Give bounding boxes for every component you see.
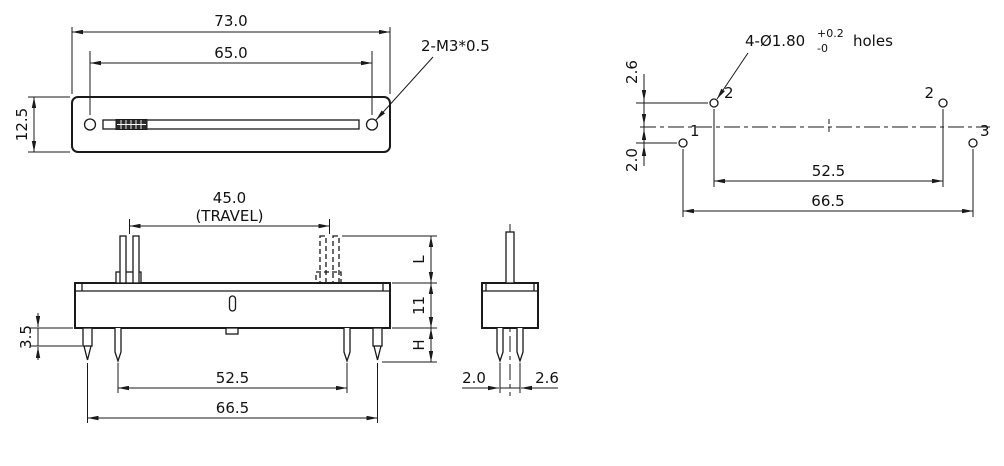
center-tab [225, 327, 239, 335]
shaft-right-alt-prong-a [319, 235, 327, 284]
pcb-callout-leader [716, 52, 749, 100]
pcb-dim-outer-span-label: 66.5 [811, 192, 844, 210]
terminal-pin-2-left [114, 328, 122, 364]
side-shaft [505, 231, 515, 284]
pcb-hole-2-left [709, 98, 719, 108]
terminal-label-3: 3 [980, 122, 990, 140]
side-dim-back-row-label: 2.6 [535, 369, 559, 387]
top-view-extension-lines [28, 27, 391, 153]
dim-overall-width-label: 73.0 [214, 12, 247, 30]
dim-shaft-length-label: L [410, 255, 428, 264]
pcb-tol-lower-label: -0 [817, 42, 828, 55]
terminal-pin-1-tip [83, 345, 92, 361]
front-view: 45.0 (TRAVEL) L 11 H 3.5 52.5 66.5 [17, 189, 437, 423]
dim-travel-label: 45.0 [213, 189, 246, 207]
slider-knob-knurling [117, 120, 146, 129]
side-body-outline [481, 282, 539, 329]
pcb-dim-row-above-label: 2.6 [623, 60, 641, 84]
slider-slot [102, 119, 360, 130]
dim-hole-spacing-label: 65.0 [214, 44, 247, 62]
shaft-left-prong-b [132, 235, 140, 284]
pcb-hole-1 [678, 138, 688, 148]
dim-height-label: 12.5 [13, 108, 31, 141]
side-pin-back [516, 328, 524, 364]
mounting-lug-right [372, 327, 383, 347]
side-view: 2.0 2.6 [462, 224, 559, 396]
terminal-label-2-right: 2 [924, 84, 934, 102]
terminal-pin-2-right [343, 328, 351, 364]
shaft-right-alt-prong-b [332, 235, 340, 284]
dim-body-height-label: 11 [410, 296, 428, 315]
side-pin-front [496, 328, 504, 364]
pcb-holes-word-label: holes [853, 32, 893, 50]
pcb-hole-3 [968, 138, 978, 148]
side-dim-front-row-label: 2.0 [462, 369, 486, 387]
front-center-slot [228, 295, 237, 312]
mounting-hole-left [83, 118, 97, 131]
terminal-pin-3-tip [373, 345, 382, 361]
mounting-lug-left [82, 327, 93, 347]
dim-pin-height-label: H [410, 339, 428, 350]
pcb-tol-upper-label: +0.2 [817, 27, 844, 40]
terminal-label-2-left: 2 [724, 84, 734, 102]
side-body-flange-lines [482, 283, 538, 292]
shaft-right-alt-base [315, 271, 342, 284]
mounting-hole-right [365, 118, 379, 131]
travel-note-label: (TRAVEL) [195, 207, 263, 225]
dim-outer-span-label: 66.5 [216, 399, 249, 417]
terminal-label-1: 1 [690, 122, 700, 140]
shaft-left-prong-a [119, 235, 127, 284]
pcb-hole-2-right [938, 98, 948, 108]
pcb-dim-row-below-label: 2.0 [623, 148, 641, 172]
shaft-left-base [115, 271, 142, 284]
dim-pin-span-label: 52.5 [216, 369, 249, 387]
top-view: 73.0 65.0 12.5 2-M3*0.5 [13, 12, 490, 153]
front-body-flange-lines [75, 283, 390, 292]
pcb-hole-layout-view: 2 2 1 3 4-Ø1.80 +0.2 -0 holes 2.6 2.0 52… [623, 27, 990, 217]
pcb-hole-callout-label: 4-Ø1.80 [745, 32, 805, 50]
thread-callout-leader [375, 56, 434, 121]
thread-callout-label: 2-M3*0.5 [421, 37, 490, 55]
dim-lug-label: 3.5 [17, 325, 35, 349]
pcb-dim-hole-span-label: 52.5 [812, 162, 845, 180]
